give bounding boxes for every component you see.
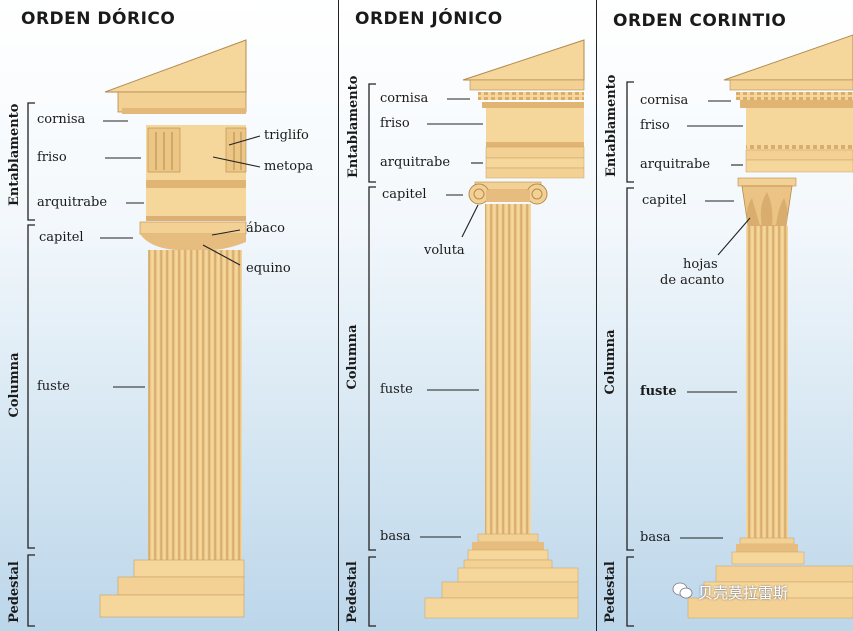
corinthian-group-columna: Columna: [603, 329, 618, 395]
corinthian-label-acanto: de acanto: [660, 273, 725, 288]
wechat-icon: [672, 582, 693, 600]
corinthian-base: [739, 537, 795, 545]
ionic-label-basa: basa: [380, 529, 411, 544]
doric-label-metopa: metopa: [264, 159, 314, 174]
doric-step: [133, 559, 245, 578]
doric-triglyph: [147, 127, 247, 173]
brackets: [27, 81, 634, 627]
corinthian-architrave: [745, 149, 853, 161]
ionic-group-pedestal: Pedestal: [345, 561, 360, 623]
doric-label-arquitrabe: arquitrabe: [37, 195, 108, 210]
doric-label-fuste: fuste: [37, 379, 70, 394]
corinthian-label-basa: basa: [640, 530, 671, 545]
corinthian-label-friso: friso: [640, 118, 670, 133]
ionic-base: [477, 533, 539, 543]
ionic-frieze: [486, 108, 584, 142]
corinthian-label-fuste: fuste: [640, 384, 677, 399]
doric-drawing: [99, 39, 247, 618]
corinthian-group-entablamento: Entablamento: [604, 74, 619, 177]
ionic-architrave: [485, 146, 585, 159]
ionic-title: ORDEN JÓNICO: [355, 9, 503, 29]
corinthian-capital: [737, 177, 797, 227]
doric-pediment: [104, 39, 247, 93]
corinthian-drawing: [687, 34, 853, 619]
corinthian-group-pedestal: Pedestal: [603, 561, 618, 623]
doric-label-abaco: ábaco: [246, 221, 285, 236]
ionic-capital: [468, 181, 548, 205]
ionic-shaft: [485, 204, 531, 534]
panel-doric: [0, 0, 339, 631]
corinthian-label-arquitrabe: arquitrabe: [640, 157, 711, 172]
leader-lines: [100, 98, 751, 539]
doric-title: ORDEN DÓRICO: [21, 9, 176, 29]
doric-echinus: [140, 234, 246, 250]
corinthian-label-hojas: hojas: [683, 257, 718, 272]
corinthian-title: ORDEN CORINTIO: [613, 11, 787, 31]
doric-architrave: [146, 188, 246, 220]
doric-label-triglifo: triglifo: [264, 128, 309, 143]
ionic-group-columna: Columna: [345, 324, 360, 390]
watermark-text: 贝壳莫拉雷斯: [698, 584, 789, 602]
doric-group-columna: Columna: [7, 352, 22, 418]
ionic-label-voluta: voluta: [424, 243, 465, 258]
ionic-group-entablamento: Entablamento: [346, 75, 361, 178]
doric-group-pedestal: Pedestal: [7, 561, 22, 623]
doric-shaft: [148, 250, 242, 560]
doric-label-equino: equino: [246, 261, 291, 276]
doric-group-entablamento: Entablamento: [7, 103, 22, 206]
corinthian-frieze: [746, 108, 853, 144]
ionic-drawing: [424, 39, 585, 619]
doric-label-capitel: capitel: [39, 230, 84, 245]
corinthian-shaft: [746, 226, 788, 538]
doric-label-cornisa: cornisa: [37, 112, 86, 127]
ionic-label-fuste: fuste: [380, 382, 413, 397]
ionic-label-friso: friso: [380, 116, 410, 131]
panel-ionic: [339, 0, 597, 631]
ionic-label-cornisa: cornisa: [380, 91, 429, 106]
ionic-label-capitel: capitel: [382, 187, 427, 202]
corinthian-label-cornisa: cornisa: [640, 93, 689, 108]
ionic-label-arquitrabe: arquitrabe: [380, 155, 451, 170]
corinthian-label-capitel: capitel: [642, 193, 687, 208]
doric-label-friso: friso: [37, 150, 67, 165]
